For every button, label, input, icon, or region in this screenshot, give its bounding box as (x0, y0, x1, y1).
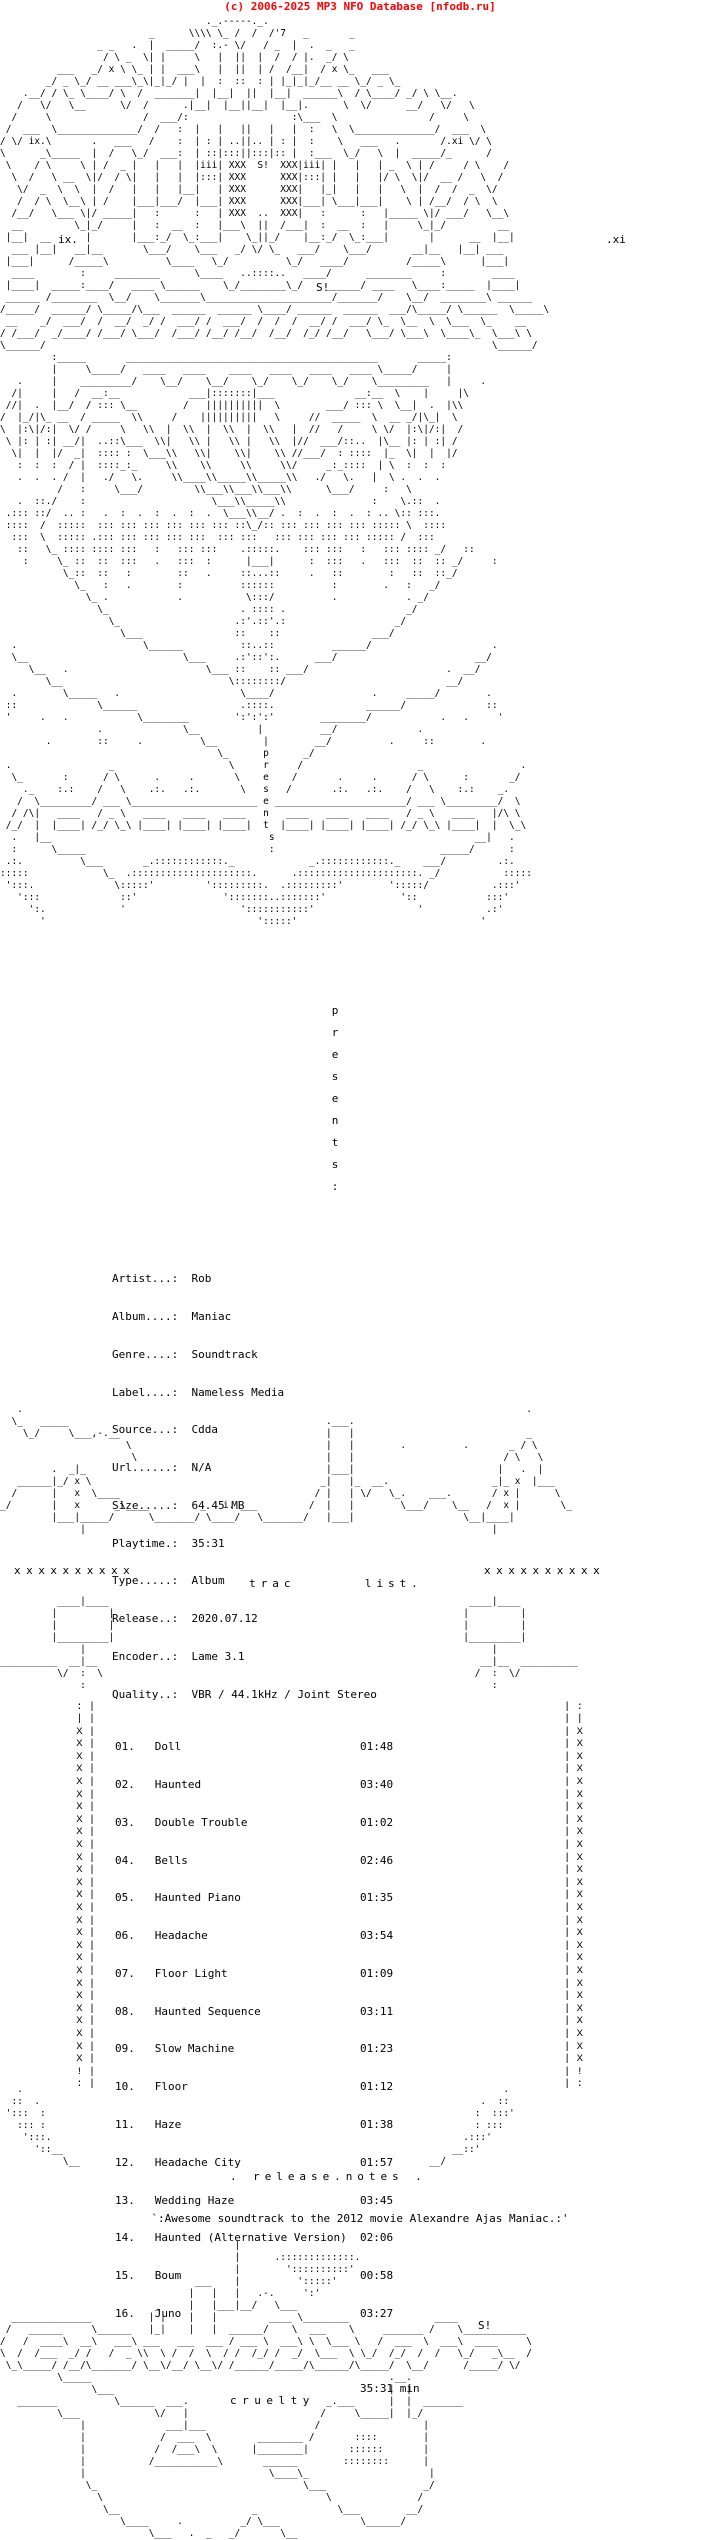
x-row-right: xxxxxxxxxx (484, 1564, 606, 1577)
info-row-label: Label....: Nameless Media (112, 1385, 285, 1399)
release-notes-heading: . release.notes . (230, 2170, 427, 2183)
group-mark-left: ix. (58, 233, 78, 246)
info-row-encoder: Encoder..: Lame 3.1 (112, 1650, 245, 1663)
info-row-quality: Quality..: VBR / 44.1kHz / Joint Stereo (112, 1687, 377, 1701)
info-row-album: Album....: Maniac (112, 1309, 232, 1323)
footer-cruelty-text: cruelty (230, 2394, 315, 2407)
info-row-type: Type.....: Album (112, 1574, 225, 1588)
x-column-right: | : | | | X | X | X | X | X | X | X | X … (564, 1700, 583, 2091)
nfodb-credit: (c) 2006-2025 MP3 NFO Database [nfodb.ru… (224, 0, 496, 13)
info-row-playtime: Playtime.: 35:31 (112, 1536, 225, 1550)
group-mark-s2: S! (478, 2319, 492, 2332)
info-row-url: Url......: N/A (112, 1461, 212, 1475)
info-row-genre: Genre....: Soundtrack (112, 1347, 258, 1361)
track-row: 14.Haunted (Alternative Version)02:06 (115, 2231, 394, 2245)
ascii-tracklist-frame-mid: ____|____ ____|____ | | | | | | (0, 1596, 578, 1691)
ascii-tracklist-frame: . . \_ _____ .___. \_/ \___,-.__ (0, 1404, 572, 1535)
release-notes-text: `:Awesome soundtrack to the 2012 movie A… (151, 2212, 569, 2225)
info-row-release: Release..: 2020.07.12 (112, 1612, 258, 1626)
info-row-source: Source...: Cdda (112, 1423, 218, 1437)
group-mark-s1: S! (316, 281, 330, 294)
ascii-tracklist-bottom: . . :: . . :: '::: : (5, 2084, 515, 2167)
ascii-logo-top: ._.-----._. _ \\\\ \_ / / /'7 _ _ _ _ . … (0, 16, 550, 927)
info-row-size: Size.....: 64.45 MB (112, 1498, 245, 1512)
group-mark-right: .xi (606, 233, 626, 246)
x-row-left: xxxxxxxxxx (14, 1564, 136, 1577)
tracklist-heading: trac list. (249, 1577, 423, 1590)
total-time: 35:31 min (360, 2382, 420, 2396)
x-column-left: : | | | X | X | X | X | X | X | X | X | … (76, 1700, 96, 2091)
info-row-artist: Artist...: Rob (112, 1272, 212, 1286)
presents-vertical-text: p r e s e n t s : (331, 1004, 339, 1193)
release-info: Artist...: Rob Album....: Maniac Genre..… (112, 1248, 377, 1714)
ascii-logo-footer: | | .:::::::::::::. | '::::::::::' ___ |… (0, 2240, 532, 2539)
